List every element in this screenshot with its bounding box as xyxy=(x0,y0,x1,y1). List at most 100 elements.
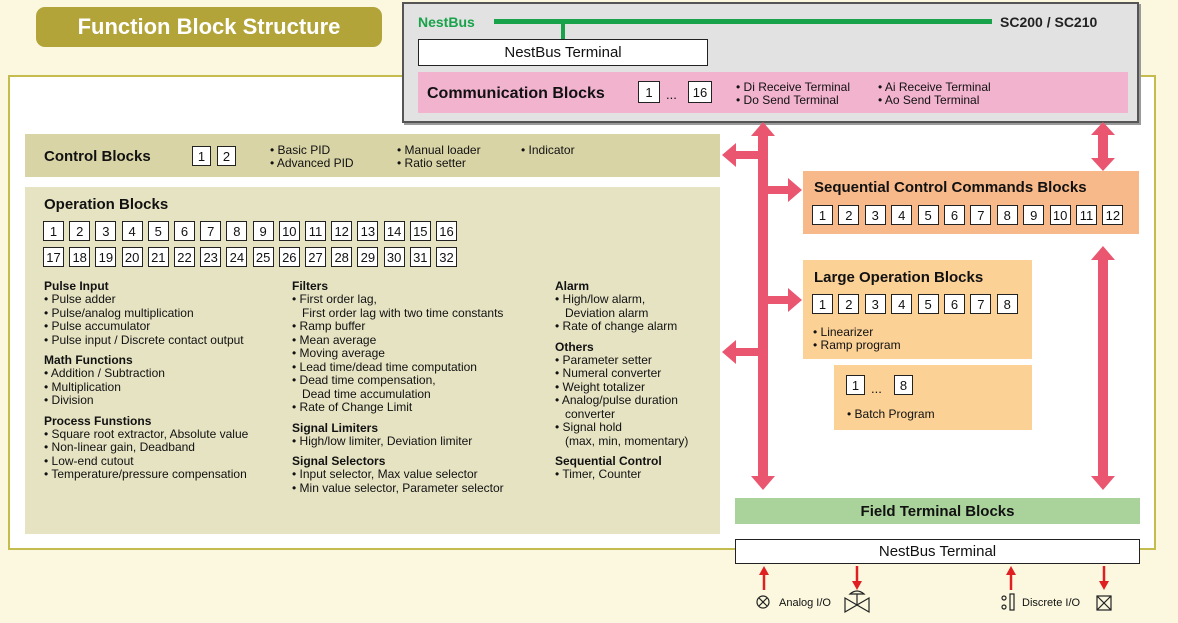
batch-program-blocks: 1 ... 8 • Batch Program xyxy=(834,365,1032,430)
large-operation-title: Large Operation Blocks xyxy=(814,269,984,286)
large-operation-block-number: 6 xyxy=(944,294,965,314)
operation-block-number: 10 xyxy=(278,221,300,241)
operation-group-item: converter xyxy=(555,406,616,421)
operation-block-number: 24 xyxy=(226,247,248,267)
operation-block-number: 5 xyxy=(147,221,169,241)
page-title: Function Block Structure xyxy=(36,7,382,47)
discrete-input-arrow-icon xyxy=(1006,566,1016,590)
operation-group-item: • Dead time compensation, xyxy=(292,373,436,387)
operation-blocks-title: Operation Blocks xyxy=(44,196,169,213)
control-arrow xyxy=(722,143,758,167)
operation-block-number: 12 xyxy=(331,221,353,241)
control-col-3: • Indicator xyxy=(521,144,575,157)
operation-group-heading: Alarm xyxy=(555,279,590,293)
sequential-blocks-title: Sequential Control Commands Blocks xyxy=(814,179,1087,196)
sequential-block-number: 3 xyxy=(864,205,886,225)
operation-block-number: 25 xyxy=(252,247,274,267)
operation-group-item: • Low-end cutout xyxy=(44,453,134,468)
operation-group: Pulse Input• Pulse adder• Pulse/analog m… xyxy=(44,279,248,347)
sequential-block-number: 4 xyxy=(891,205,913,225)
operation-block-number: 30 xyxy=(383,247,405,267)
control-blocks: Control Blocks 1 2 • Basic PID • Advance… xyxy=(25,134,720,177)
analog-output-arrow-icon xyxy=(852,566,862,590)
operation-block-number: 29 xyxy=(357,247,379,267)
large-operation-block-number: 2 xyxy=(838,294,860,314)
operation-block-number: 8 xyxy=(226,221,248,241)
batch-block-last: 8 xyxy=(894,375,913,395)
discrete-output-arrow-icon xyxy=(1099,566,1109,590)
operation-group-item: • Mean average xyxy=(292,332,377,347)
operation-block-number: 17 xyxy=(43,247,64,267)
comm-block-last: 16 xyxy=(688,81,712,103)
operation-group-item: • First order lag, xyxy=(292,292,377,306)
operation-block-number: 2 xyxy=(69,221,91,241)
operation-group: Signal Selectors• Input selector, Max va… xyxy=(292,454,504,495)
lamp-icon xyxy=(756,595,770,609)
comm-ellipsis: ... xyxy=(666,87,677,102)
operation-group-item: • Parameter setter xyxy=(555,352,652,367)
operation-group-item: • Temperature/pressure compensation xyxy=(44,467,247,481)
control-item: • Indicator xyxy=(521,143,575,157)
large-operation-block-number: 1 xyxy=(812,294,833,314)
operation-block-number: 6 xyxy=(174,221,195,241)
sequential-block-number: 12 xyxy=(1102,205,1124,225)
operation-block-number: 16 xyxy=(436,221,457,241)
large-operation-arrow xyxy=(768,288,802,312)
valve-icon xyxy=(844,590,870,614)
operation-group: Signal Limiters• High/low limiter, Devia… xyxy=(292,421,504,449)
operation-block-number: 7 xyxy=(200,221,222,241)
sequential-block-number: 11 xyxy=(1076,205,1097,225)
controller-label: SC200 / SC210 xyxy=(1000,14,1098,30)
batch-program-item: • Batch Program xyxy=(847,407,935,421)
operation-arrow xyxy=(722,340,758,364)
control-item: • Manual loader xyxy=(397,143,481,157)
control-blocks-title: Control Blocks xyxy=(44,148,151,165)
operation-block-number: 9 xyxy=(252,221,274,241)
communication-blocks-title: Communication Blocks xyxy=(427,85,605,102)
operation-group-heading: Math Functions xyxy=(44,353,133,367)
operation-group-heading: Filters xyxy=(292,279,329,293)
batch-ellipsis: ... xyxy=(871,381,882,396)
operation-block-number: 4 xyxy=(121,221,143,241)
operation-group-item: • Input selector, Max value selector xyxy=(292,467,478,481)
operation-group-item: • Square root extractor, Absolute value xyxy=(44,426,249,441)
operation-group-item: • Lead time/dead time computation xyxy=(292,359,477,374)
operation-group-item: • Moving average xyxy=(292,346,385,360)
sequential-block-number: 9 xyxy=(1023,205,1045,225)
operation-block-number: 19 xyxy=(95,247,117,267)
solenoid-icon xyxy=(1096,595,1112,611)
comm-item: • Di Receive Terminal xyxy=(736,80,851,94)
large-operation-item: • Ramp program xyxy=(813,338,901,352)
sequential-block-number: 6 xyxy=(944,205,965,225)
operation-group-item: Deviation alarm xyxy=(555,305,649,320)
operation-group: Others• Parameter setter• Numeral conver… xyxy=(555,340,688,449)
operation-group-item: • Pulse input / Discrete contact output xyxy=(44,332,244,347)
sc-sequential-double-arrow xyxy=(1091,122,1115,171)
operation-group-item: (max, min, momentary) xyxy=(555,433,689,448)
large-operation-block-number: 3 xyxy=(864,294,886,314)
control-item: • Ratio setter xyxy=(397,156,466,170)
operation-group-item: • Analog/pulse duration xyxy=(555,393,678,407)
comm-block-first: 1 xyxy=(638,81,660,103)
operation-group: Math Functions• Addition / Subtraction• … xyxy=(44,353,248,408)
operation-group-heading: Signal Selectors xyxy=(292,454,386,468)
operation-group-item: • Ramp buffer xyxy=(292,319,366,333)
operation-group-item: • Multiplication xyxy=(44,379,121,394)
operation-block-number: 32 xyxy=(436,247,457,267)
operation-group-item: • Pulse accumulator xyxy=(44,319,151,333)
comm-item: • Ai Receive Terminal xyxy=(878,80,991,94)
switch-icon xyxy=(1001,593,1015,611)
operation-block-number: 15 xyxy=(409,221,431,241)
comm-items-right: • Ai Receive Terminal • Ao Send Terminal xyxy=(878,81,991,107)
sequential-block-number: 8 xyxy=(996,205,1018,225)
comm-item: • Do Send Terminal xyxy=(736,93,839,107)
operation-block-number: 21 xyxy=(147,247,169,267)
communication-blocks: Communication Blocks 1 ... 16 • Di Recei… xyxy=(418,72,1128,113)
operation-group-item: • High/low alarm, xyxy=(555,292,646,306)
nestbus-terminal-bottom: NestBus Terminal xyxy=(735,539,1140,564)
